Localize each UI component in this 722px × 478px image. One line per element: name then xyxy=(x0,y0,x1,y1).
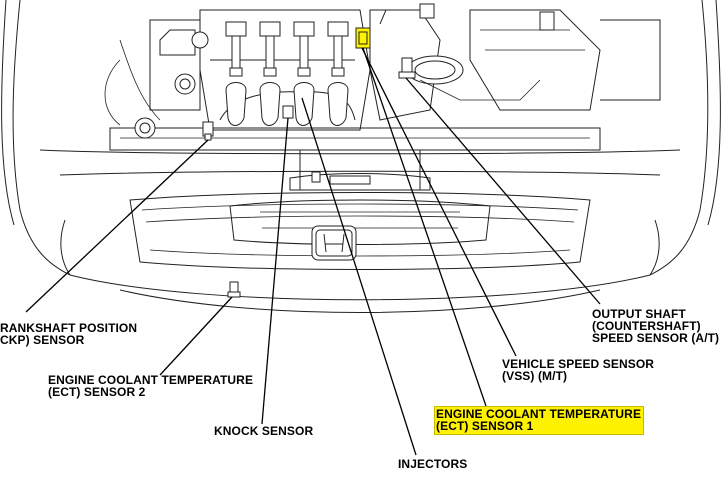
os-label-line3: SPEED SENSOR (A/T) xyxy=(592,331,720,345)
knock-sensor-label: KNOCK SENSOR xyxy=(214,425,313,437)
ckp-label-line2: CKP) SENSOR xyxy=(0,333,85,347)
ignition-coils xyxy=(225,21,349,77)
ect2-label-line2: (ECT) SENSOR 2 xyxy=(48,385,146,399)
vehicle-body-outline xyxy=(1,0,721,313)
grille xyxy=(129,192,591,270)
leader-lines xyxy=(25,47,601,456)
engine-block xyxy=(104,9,371,139)
os-label-line1: OUTPUT SHAFT xyxy=(592,307,686,321)
ckp-sensor-label: RANKSHAFT POSITION CKP) SENSOR xyxy=(0,322,137,346)
knock-label-text: KNOCK SENSOR xyxy=(214,424,314,438)
ect1-sensor-label-highlighted: ENGINE COOLANT TEMPERATURE (ECT) SENSOR … xyxy=(434,406,645,435)
output-shaft-speed-sensor-label: OUTPUT SHAFT (COUNTERSHAFT) SPEED SENSOR… xyxy=(592,308,719,344)
ect1-label-line1: ENGINE COOLANT TEMPERATURE xyxy=(436,407,642,421)
knock-leader xyxy=(261,117,289,425)
injectors-label-text: INJECTORS xyxy=(398,457,468,471)
ect1-label-line2: (ECT) SENSOR 1 xyxy=(436,419,534,433)
vss-leader xyxy=(361,47,517,357)
ckp-label-line1: RANKSHAFT POSITION xyxy=(0,321,138,335)
sensor-parts xyxy=(202,27,416,298)
transaxle-area xyxy=(369,3,661,121)
vss-label: VEHICLE SPEED SENSOR (VSS) (M/T) xyxy=(502,358,654,382)
intake-runners xyxy=(225,82,349,126)
injectors-label: INJECTORS xyxy=(398,458,467,470)
honda-h-logo xyxy=(311,225,357,261)
output-shaft-leader xyxy=(405,77,601,305)
ect2-leader xyxy=(159,296,233,376)
vss-label-line2: (VSS) (M/T) xyxy=(502,369,568,383)
ect2-sensor-label: ENGINE COOLANT TEMPERATURE (ECT) SENSOR … xyxy=(48,374,253,398)
radiator-support xyxy=(109,127,601,191)
os-label-line2: (COUNTERSHAFT) xyxy=(592,319,701,333)
ckp-leader xyxy=(25,139,209,313)
injectors-leader xyxy=(301,97,417,456)
ect1-leader xyxy=(362,47,487,407)
ect2-label-line1: ENGINE COOLANT TEMPERATURE xyxy=(48,373,254,387)
vss-label-line1: VEHICLE SPEED SENSOR xyxy=(502,357,655,371)
